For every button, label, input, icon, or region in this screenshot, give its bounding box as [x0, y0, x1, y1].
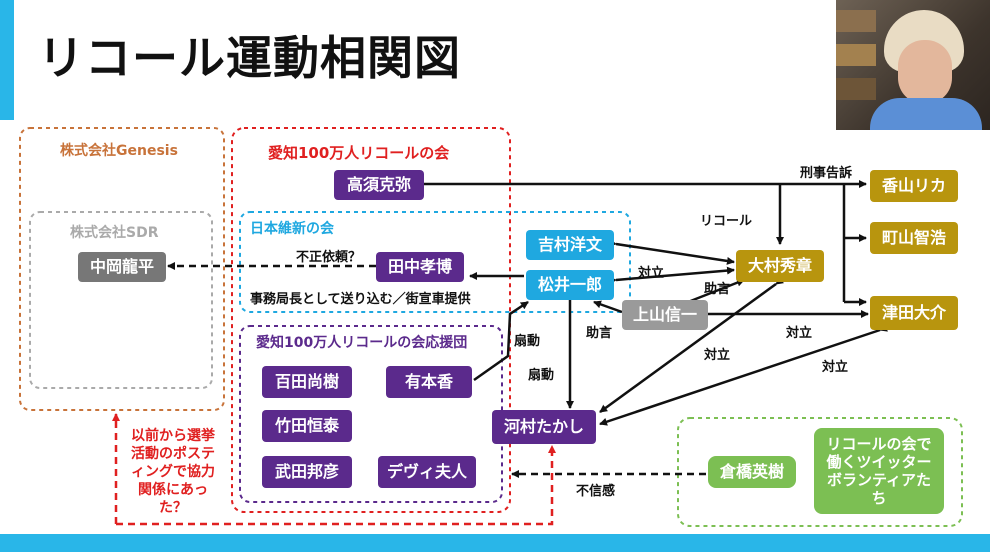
node-arimoto: 有本香 — [386, 366, 472, 398]
label-tairitsu-3: 対立 — [704, 348, 731, 363]
label-jogen-1: 助言 — [704, 282, 731, 297]
label-recall: リコール — [700, 214, 753, 229]
label-sendo-2: 扇動 — [528, 368, 555, 383]
node-momota: 百田尚樹 — [262, 366, 352, 398]
node-twitter-volunteers: リコールの会で働くツイッターボランティアたち — [814, 428, 944, 514]
aichi100-frame — [231, 127, 511, 513]
accent-bar-bottom — [0, 534, 990, 552]
annotation-note: 以前から選挙活動のポスティングで協力関係にあった？ — [131, 428, 215, 516]
node-takeda-tsuneyasu: 竹田恒泰 — [262, 410, 352, 442]
label-jimu: 事務局長として送り込む／街宣車提供 — [250, 292, 471, 307]
label-keiji: 刑事告訴 — [800, 166, 853, 181]
sdr-frame — [29, 211, 213, 389]
node-kawamura: 河村たかし — [492, 410, 596, 444]
label-fusei: 不正依頼？ — [296, 250, 362, 265]
node-nakaoka: 中岡龍平 — [78, 252, 166, 282]
group-label-ishin: 日本維新の会 — [250, 221, 334, 237]
node-machiyama: 町山智浩 — [870, 222, 958, 254]
group-label-support: 愛知100万人リコールの会応援団 — [256, 335, 468, 351]
label-tairitsu-1: 対立 — [638, 266, 665, 281]
accent-bar-left — [0, 0, 14, 120]
genesis-frame — [19, 127, 225, 411]
label-sendo-1: 扇動 — [514, 334, 541, 349]
label-tairitsu-4: 対立 — [822, 360, 849, 375]
node-yoshimura: 吉村洋文 — [526, 230, 614, 260]
node-tanaka: 田中孝博 — [376, 252, 464, 282]
label-fushinkan: 不信感 — [576, 484, 616, 499]
node-dewi: デヴィ夫人 — [378, 456, 476, 488]
slide-title: リコール運動相関図 — [38, 31, 461, 85]
group-label-genesis: 株式会社Genesis — [60, 143, 178, 159]
node-matsui: 松井一郎 — [526, 270, 614, 300]
webcam-presenter-image — [836, 0, 990, 130]
node-kurahashi: 倉橋英樹 — [708, 456, 796, 488]
node-tsuda: 津田大介 — [870, 296, 958, 330]
node-takasu: 高須克弥 — [334, 170, 424, 200]
group-label-sdr: 株式会社SDR — [70, 225, 159, 241]
support-frame — [239, 325, 503, 503]
group-label-aichi100: 愛知100万人リコールの会 — [268, 144, 450, 162]
node-kamiyama: 上山信一 — [622, 300, 708, 330]
node-omura: 大村秀章 — [736, 250, 824, 282]
node-kayama: 香山リカ — [870, 170, 958, 202]
node-takeda-kunihiko: 武田邦彦 — [262, 456, 352, 488]
label-tairitsu-2: 対立 — [786, 326, 813, 341]
label-jogen-2: 助言 — [586, 326, 613, 341]
